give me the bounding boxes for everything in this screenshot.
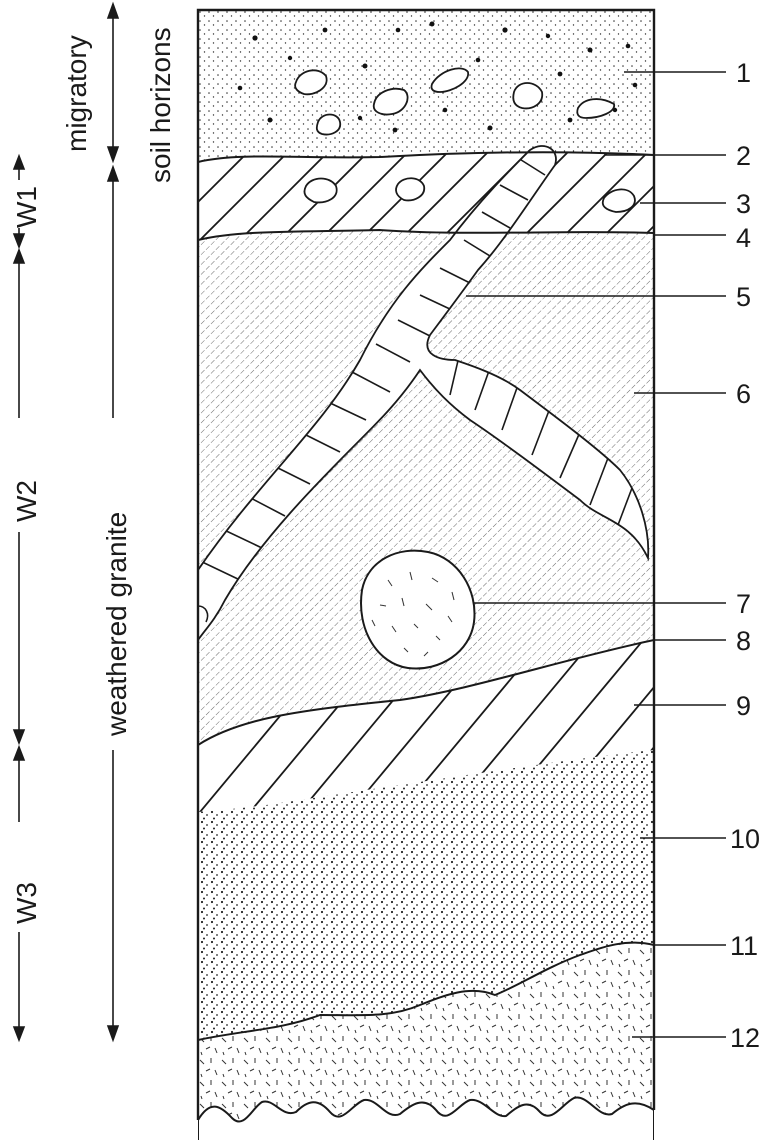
callout-1: 1: [736, 58, 751, 88]
jagged-bottom: [198, 1096, 654, 1140]
w3-label: W3: [11, 882, 42, 924]
callout-6: 6: [736, 379, 751, 409]
callout-4: 4: [736, 223, 751, 253]
layer-1-migratory-soil: [198, 10, 654, 162]
quartz-vein: [198, 145, 650, 642]
callout-5: 5: [736, 282, 751, 312]
soil-horizons-label: soil horizons: [145, 27, 176, 183]
leader-lines: [466, 71, 726, 1038]
callout-11: 11: [730, 931, 758, 961]
layer-w1: [198, 152, 654, 240]
callout-7: 7: [736, 589, 751, 619]
weathered-granite-label: weathered granite: [101, 512, 132, 737]
callout-9: 9: [736, 691, 751, 721]
callout-2: 2: [736, 141, 751, 171]
callout-numbers: 1 2 3 4 5 6 7 8 9 10 11 12: [730, 58, 760, 1053]
boundary-8: [198, 639, 654, 746]
migratory-label: migratory: [61, 35, 92, 152]
callout-12: 12: [730, 1023, 760, 1053]
side-annotations: migratory soil horizons weathered granit…: [11, 1, 176, 1043]
callout-10: 10: [730, 824, 760, 854]
callout-3: 3: [736, 189, 751, 219]
w1-label: W1: [11, 186, 42, 228]
boundary-2: [198, 151, 654, 163]
corestone-7: [360, 549, 476, 670]
callout-8: 8: [736, 626, 751, 656]
boundary-11: [198, 941, 654, 1041]
profile-frame: [196, 8, 656, 1120]
w2-label: W2: [11, 480, 42, 522]
boundary-4: [198, 228, 654, 241]
soil-profile-column: [198, 10, 654, 1140]
